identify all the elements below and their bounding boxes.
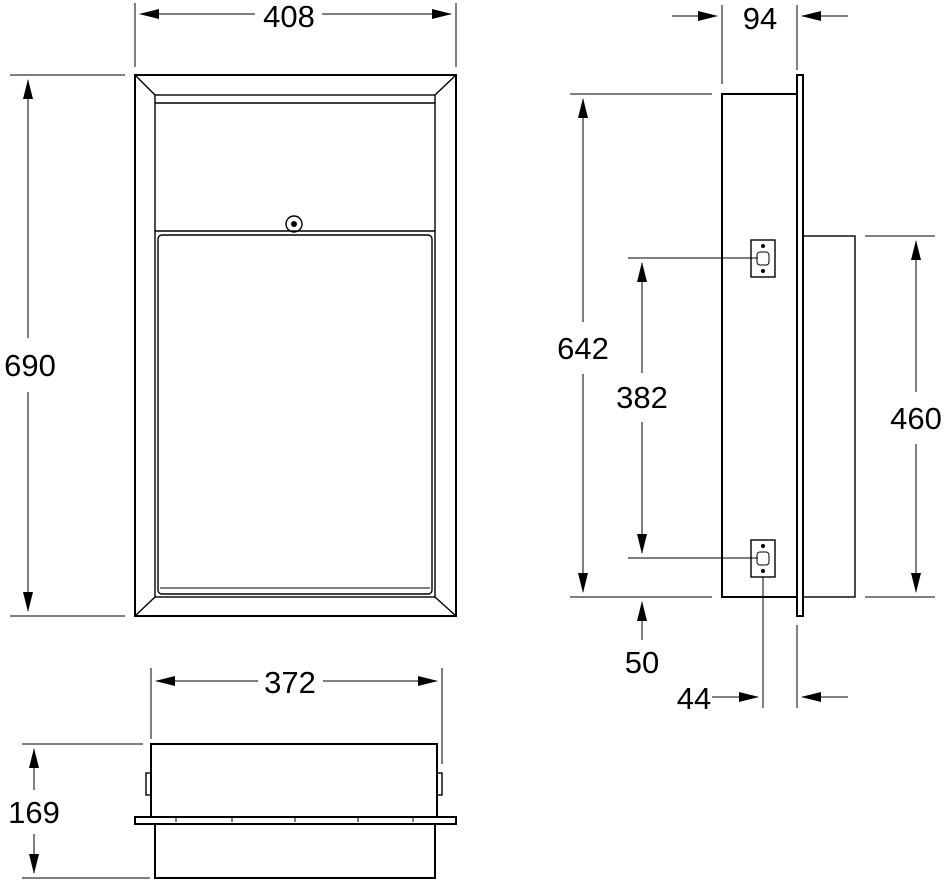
dimension-top-width: 372 [150,665,443,764]
dimension-front-height: 690 [4,74,125,617]
dimension-bottom-offset: 50 [625,601,659,680]
dim-382-label: 382 [616,380,668,415]
side-view [721,74,856,617]
top-view [134,743,457,879]
dimension-bracket-depth: 44 [677,577,848,716]
dimension-top-depth: 169 [8,743,150,879]
front-view [134,74,457,617]
dimension-side-height: 642 [557,93,712,598]
dim-690-label: 690 [4,348,56,383]
dimension-flange-height: 460 [865,235,942,598]
dim-50-label: 50 [625,645,659,680]
dimension-side-depth: 94 [672,1,848,84]
dim-460-label: 460 [890,401,942,436]
dim-372-label: 372 [264,665,316,700]
dimension-front-width: 408 [134,0,457,67]
dim-94-label: 94 [743,1,777,36]
lock-icon [285,215,303,233]
dimension-bracket-spacing: 382 [616,257,758,559]
dim-44-label: 44 [677,681,711,716]
dim-408-label: 408 [263,0,315,34]
dim-169-label: 169 [8,795,60,830]
dim-642-label: 642 [557,331,609,366]
